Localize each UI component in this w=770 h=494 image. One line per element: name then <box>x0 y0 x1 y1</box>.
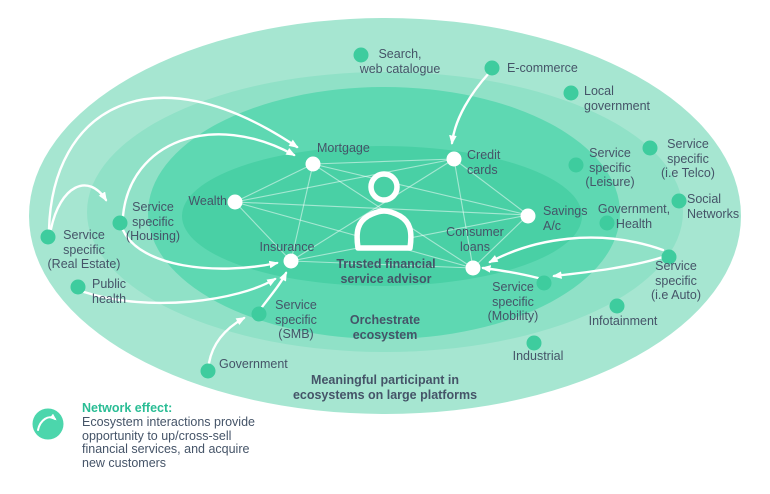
node-credit-cards <box>446 151 462 167</box>
label-credit-cards: Credit cards <box>467 148 501 177</box>
dot-ecommerce <box>484 60 500 76</box>
dot-housing <box>112 215 128 231</box>
label-search: Search, web catalogue <box>359 47 441 76</box>
dot-real-estate <box>40 229 56 245</box>
dot-government-health <box>599 215 615 231</box>
node-mortgage <box>305 156 321 172</box>
arrow-smb-to-insurance <box>260 271 288 309</box>
label-meaningful-participant: Meaningful participant in ecosystems on … <box>292 373 478 402</box>
dot-telco <box>642 140 658 156</box>
dot-local-government <box>563 85 579 101</box>
label-smb: Service specific (SMB) <box>275 298 317 341</box>
label-orchestrate-ecosystem: Orchestrate ecosystem <box>349 313 421 342</box>
label-ecommerce: E-commerce <box>507 61 578 75</box>
label-local-government: Local government <box>584 84 651 113</box>
label-telco: Service specific (i.e Telco) <box>661 137 715 180</box>
dot-auto <box>661 249 677 265</box>
arrow-real-estate-to-housing <box>49 184 108 231</box>
label-auto: Service specific (i.e Auto) <box>650 259 702 302</box>
arrow-ecommerce-to-credit-cards <box>449 71 491 145</box>
dot-social-networks <box>671 193 687 209</box>
arrow-auto-to-consumer-loans <box>488 236 665 264</box>
legend-title: Network effect: <box>82 401 173 415</box>
dot-government <box>200 363 216 379</box>
arrow-real-estate-to-mortgage <box>47 96 299 232</box>
label-mortgage: Mortgage <box>317 141 370 155</box>
dot-search <box>353 47 369 63</box>
label-wealth: Wealth <box>188 194 227 208</box>
dot-public-health <box>70 279 86 295</box>
cross-sell-arrows <box>47 71 665 365</box>
dot-industrial <box>526 335 542 351</box>
node-wealth <box>227 194 243 210</box>
arrow-government-to-smb <box>207 316 246 365</box>
arrow-public-health-to-insurance <box>82 277 277 305</box>
label-social-networks: Social Networks <box>687 192 740 221</box>
label-government-health: Government, Health <box>597 202 671 231</box>
label-public-health: Public health <box>92 277 127 306</box>
label-government: Government <box>219 357 288 371</box>
network-effect-icon <box>32 408 64 440</box>
label-housing: Service specific (Housing) <box>125 200 181 243</box>
arrow-auto-to-mobility <box>552 255 665 279</box>
dot-smb <box>251 306 267 322</box>
label-trusted-advisor: Trusted financial service advisor <box>336 257 436 286</box>
arrow-housing-to-insurance <box>121 228 279 270</box>
outer-dots <box>40 47 687 379</box>
dot-mobility <box>536 275 552 291</box>
label-industrial: Industrial <box>512 349 564 363</box>
network-lines <box>234 158 529 269</box>
node-savings <box>520 208 536 224</box>
node-insurance <box>283 253 299 269</box>
dot-infotainment <box>609 298 625 314</box>
label-real-estate: Service specific (Real Estate) <box>47 228 121 271</box>
label-insurance: Insurance <box>259 240 315 254</box>
dot-leisure <box>568 157 584 173</box>
label-savings: Savings A/c <box>543 204 588 233</box>
advisor-person-icon <box>354 171 414 251</box>
label-infotainment: Infotainment <box>588 314 658 328</box>
inner-nodes <box>227 151 536 276</box>
label-consumer-loans: Consumer loans <box>446 225 504 254</box>
node-consumer-loans <box>465 260 481 276</box>
legend-body: Ecosystem interactions provide opportuni… <box>82 415 255 470</box>
label-mobility: Service specific (Mobility) <box>487 280 539 323</box>
arrow-housing-to-mortgage <box>121 133 296 218</box>
label-leisure: Service specific (Leisure) <box>585 146 635 189</box>
arrow-mobility-to-consumer-loans <box>481 265 540 280</box>
